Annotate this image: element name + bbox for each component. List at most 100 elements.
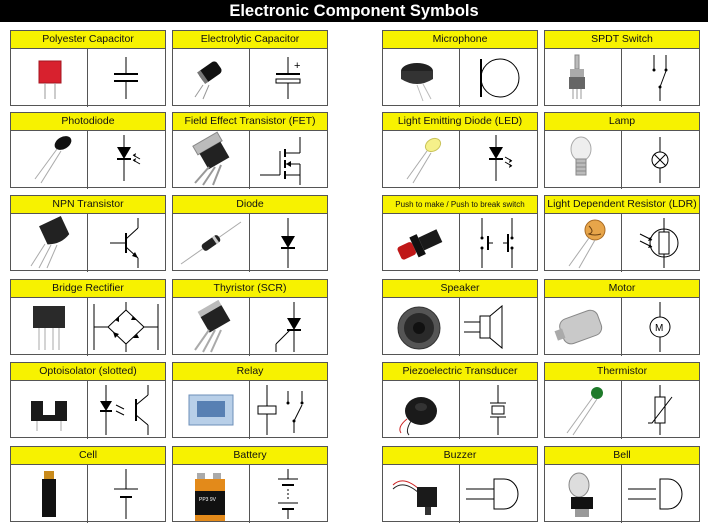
card-label: Polyester Capacitor [11, 31, 165, 49]
card-label: Microphone [383, 31, 537, 49]
piezo-photo [383, 381, 460, 439]
photodiode-photo [11, 131, 88, 189]
card-npn-transistor: NPN Transistor [10, 195, 166, 272]
card-photodiode: Photodiode [10, 112, 166, 189]
electrolytic-capacitor-symbol-icon: + [250, 49, 327, 107]
card-label: Cell [11, 447, 165, 465]
card-lamp: Lamp [544, 112, 700, 189]
battery-photo-label: PP3 9V [199, 497, 217, 503]
photodiode-symbol-icon [88, 131, 165, 189]
card-label: Field Effect Transistor (FET) [173, 113, 327, 131]
card-thermistor: Thermistor [544, 362, 700, 439]
card-motor: Motor M [544, 279, 700, 356]
buzzer-photo [383, 465, 460, 523]
battery-photo: PP3 9V [173, 465, 250, 523]
card-label: Optoisolator (slotted) [11, 363, 165, 381]
card-label: Photodiode [11, 113, 165, 131]
card-label: Lamp [545, 113, 699, 131]
card-label: Piezoelectric Transducer [383, 363, 537, 381]
bell-photo [545, 465, 622, 523]
card-cell: Cell [10, 446, 166, 523]
card-label: Bridge Rectifier [11, 280, 165, 298]
card-optoisolator: Optoisolator (slotted) [10, 362, 166, 439]
plus-sign: + [294, 60, 300, 72]
page-title: Electronic Component Symbols [0, 0, 708, 22]
battery-symbol-icon [250, 465, 327, 523]
card-label: Thyristor (SCR) [173, 280, 327, 298]
optoisolator-symbol-icon [88, 381, 165, 439]
card-battery: Battery PP3 9V [172, 446, 328, 523]
card-label: Motor [545, 280, 699, 298]
card-label: Diode [173, 196, 327, 214]
card-label: Push to make / Push to break switch [383, 196, 537, 214]
card-label: Light Dependent Resistor (LDR) [545, 196, 699, 214]
card-buzzer: Buzzer [382, 446, 538, 523]
motor-photo [545, 298, 622, 356]
ldr-symbol-icon [622, 214, 699, 272]
motor-letter: M [655, 323, 663, 334]
card-label: SPDT Switch [545, 31, 699, 49]
card-speaker: Speaker [382, 279, 538, 356]
buzzer-symbol-icon [460, 465, 537, 523]
fet-photo [173, 131, 250, 189]
diode-symbol-icon [250, 214, 327, 272]
ldr-photo [545, 214, 622, 272]
capacitor-symbol-icon [88, 49, 165, 107]
motor-symbol-icon: M [622, 298, 699, 356]
thyristor-symbol-icon [250, 298, 327, 356]
optoisolator-photo [11, 381, 88, 439]
card-label: Bell [545, 447, 699, 465]
card-polyester-capacitor: Polyester Capacitor [10, 30, 166, 107]
spdt-switch-symbol-icon [622, 49, 699, 107]
speaker-symbol-icon [460, 298, 537, 356]
diode-photo [173, 214, 250, 272]
card-relay: Relay [172, 362, 328, 439]
microphone-symbol-icon [460, 49, 537, 107]
card-thyristor: Thyristor (SCR) [172, 279, 328, 356]
card-diode: Diode [172, 195, 328, 272]
cell-photo [11, 465, 88, 523]
speaker-photo [383, 298, 460, 356]
card-bridge-rectifier: Bridge Rectifier [10, 279, 166, 356]
card-label: Thermistor [545, 363, 699, 381]
card-spdt-switch: SPDT Switch [544, 30, 700, 107]
polyester-capacitor-photo [11, 49, 88, 107]
card-piezo: Piezoelectric Transducer [382, 362, 538, 439]
card-led: Light Emitting Diode (LED) [382, 112, 538, 189]
bell-symbol-icon [622, 465, 699, 523]
card-label: Electrolytic Capacitor [173, 31, 327, 49]
relay-symbol-icon [250, 381, 327, 439]
card-push-switch: Push to make / Push to break switch [382, 195, 538, 272]
lamp-photo [545, 131, 622, 189]
cell-symbol-icon [88, 465, 165, 523]
electrolytic-capacitor-photo [173, 49, 250, 107]
thyristor-photo [173, 298, 250, 356]
piezo-symbol-icon [460, 381, 537, 439]
led-photo [383, 131, 460, 189]
card-label: Light Emitting Diode (LED) [383, 113, 537, 131]
card-label: Buzzer [383, 447, 537, 465]
bridge-rectifier-symbol-icon [88, 298, 165, 356]
card-microphone: Microphone [382, 30, 538, 107]
card-bell: Bell [544, 446, 700, 523]
push-switch-photo [383, 214, 460, 272]
microphone-photo [383, 49, 460, 107]
push-switch-symbol-icon [460, 214, 537, 272]
card-label: NPN Transistor [11, 196, 165, 214]
thermistor-symbol-icon [622, 381, 699, 439]
card-label: Relay [173, 363, 327, 381]
card-fet: Field Effect Transistor (FET) [172, 112, 328, 189]
bridge-rectifier-photo [11, 298, 88, 356]
thermistor-photo [545, 381, 622, 439]
card-electrolytic-capacitor: Electrolytic Capacitor + [172, 30, 328, 107]
relay-photo [173, 381, 250, 439]
npn-transistor-photo [11, 214, 88, 272]
card-label: Speaker [383, 280, 537, 298]
card-label: Battery [173, 447, 327, 465]
card-ldr: Light Dependent Resistor (LDR) [544, 195, 700, 272]
fet-symbol-icon [250, 131, 327, 189]
spdt-switch-photo [545, 49, 622, 107]
lamp-symbol-icon [622, 131, 699, 189]
npn-transistor-symbol-icon [88, 214, 165, 272]
led-symbol-icon [460, 131, 537, 189]
